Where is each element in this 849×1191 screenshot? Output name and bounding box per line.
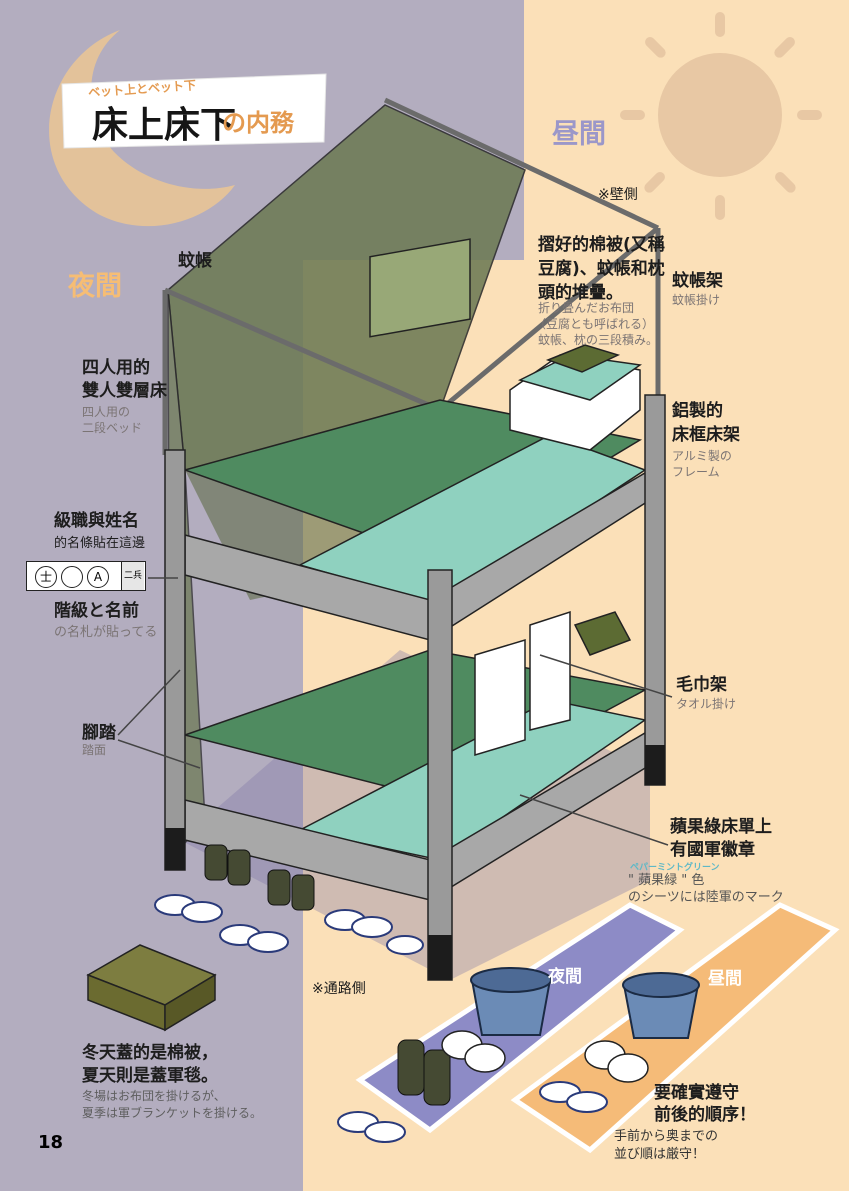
blanket-jp-2: 夏季は軍ブランケットを掛ける。 bbox=[82, 1106, 263, 1120]
order-zh-2: 前後的順序！ bbox=[654, 1105, 756, 1125]
folded-bedding-jp-1: 折り畳んだお布団 bbox=[538, 301, 635, 315]
folded-blanket-upper bbox=[369, 238, 471, 338]
nametag-rank-circle: 士 bbox=[35, 566, 57, 588]
step-label: 腳踏 bbox=[82, 723, 116, 743]
bucket-night bbox=[470, 967, 552, 1036]
sheet-jp-2: のシーツには陸軍のマーク bbox=[628, 890, 784, 905]
nametag-jp-1: 階級と名前 bbox=[54, 601, 139, 621]
sheet-ruby: ペパーミントグリーン bbox=[630, 863, 720, 873]
bunk-bed-zh-2: 雙人雙層床 bbox=[82, 381, 167, 401]
order-jp-1: 手前から奥までの bbox=[614, 1129, 719, 1144]
aluminum-frame-jp-2: フレーム bbox=[672, 465, 720, 479]
towel bbox=[474, 638, 526, 757]
day-label: 昼間 bbox=[552, 119, 606, 150]
folded-bedding-jp-3: 蚊帳、枕の三段積み。 bbox=[538, 333, 659, 347]
nametag-unit-circle: A bbox=[87, 566, 109, 588]
title-suffix: の内務 bbox=[222, 109, 294, 137]
step-jp: 踏面 bbox=[82, 743, 107, 757]
folded-blanket bbox=[86, 944, 217, 1032]
towel-rack-jp: タオル掛け bbox=[676, 697, 737, 711]
lower-bunk bbox=[182, 610, 651, 901]
night-lane-label: 夜間 bbox=[548, 967, 582, 987]
sun-icon bbox=[620, 12, 822, 220]
night-label: 夜間 bbox=[68, 271, 122, 302]
blanket-zh-2: 夏天則是蓋軍毯。 bbox=[82, 1066, 218, 1086]
nametag-zh-2: 的名條貼在這邊 bbox=[54, 536, 146, 551]
slippers-under-bed bbox=[154, 894, 424, 955]
aluminum-frame-zh-2: 床框床架 bbox=[672, 425, 740, 445]
blanket-zh-1: 冬天蓋的是棉被， bbox=[82, 1043, 218, 1063]
net-frame-label: 蚊帳架 bbox=[672, 271, 723, 291]
aluminum-frame-jp-1: アルミ製の bbox=[672, 449, 732, 463]
mosquito-net-label: 蚊帳 bbox=[178, 251, 212, 271]
nametag-blank-circle bbox=[61, 566, 83, 588]
moon-icon bbox=[49, 30, 235, 227]
sheet-zh-1: 蘋果綠床單上 bbox=[670, 817, 772, 837]
day-lane-label: 昼間 bbox=[708, 969, 742, 989]
folded-bedding-zh-2: 豆腐)、蚊帳和枕 bbox=[538, 259, 665, 279]
bucket-day bbox=[622, 972, 700, 1039]
order-jp-2: 並び順は厳守！ bbox=[614, 1147, 706, 1162]
blanket-jp-1: 冬場はお布団を掛けるが、 bbox=[82, 1089, 226, 1103]
net-frame-jp: 蚊帳掛け bbox=[672, 293, 721, 307]
aluminum-frame-zh-1: 鋁製的 bbox=[672, 401, 723, 421]
towel-rack-label: 毛巾架 bbox=[676, 675, 727, 695]
nametag-zh-1: 級職與姓名 bbox=[54, 511, 139, 531]
aisle-side-note: ※通路側 bbox=[312, 981, 366, 997]
bunk-bed-zh-1: 四人用的 bbox=[82, 358, 150, 378]
page-number: 18 bbox=[38, 1132, 64, 1153]
wall-side-note: ※壁側 bbox=[598, 187, 638, 203]
aluminum-frame bbox=[164, 394, 666, 981]
boots-night bbox=[397, 1039, 451, 1106]
title-banner bbox=[61, 73, 327, 149]
slippers-lanes bbox=[337, 1081, 608, 1143]
bunk-bed-jp-1: 四人用の bbox=[82, 405, 131, 419]
folded-bedding-jp-2: （豆腐とも呼ばれる） bbox=[534, 317, 655, 331]
upper-bunk bbox=[182, 238, 651, 641]
folded-bedding-zh-1: 摺好的棉被(又稱 bbox=[538, 235, 665, 255]
order-zh-1: 要確實遵守 bbox=[654, 1083, 739, 1103]
towel-2 bbox=[529, 610, 571, 731]
sneakers bbox=[441, 1030, 649, 1083]
sheet-zh-2: 有國軍徽章 bbox=[670, 840, 755, 860]
title-main: 床上床下 bbox=[92, 105, 237, 146]
sheet-jp-1: " 蘋果緑 " 色 bbox=[628, 873, 705, 888]
folded-bedding-zh-3: 頭的堆疊。 bbox=[538, 283, 623, 303]
nametag-rank-text: 二兵 bbox=[121, 562, 144, 590]
nametag-jp-2: の名札が貼ってる bbox=[54, 625, 158, 640]
nametag-example: 士 A 二兵 bbox=[26, 561, 146, 591]
bunk-bed-jp-2: 二段ベッド bbox=[82, 421, 143, 435]
boots-under-bed bbox=[204, 844, 315, 911]
